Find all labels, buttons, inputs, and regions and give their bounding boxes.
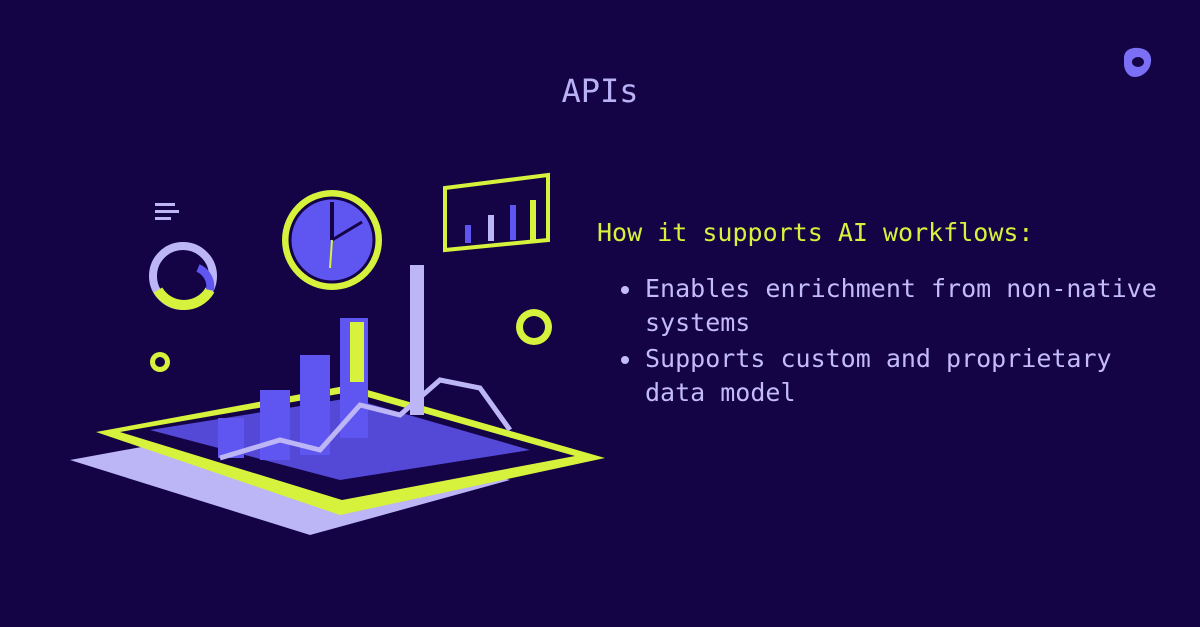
bullet-list: Enables enrichment from non-native syste…: [617, 272, 1177, 412]
list-item: Supports custom and proprietary data mod…: [617, 342, 1177, 410]
tablet-dashboard-illustration: [70, 172, 605, 535]
bullet-text: Supports custom and proprietary data mod…: [645, 344, 1112, 407]
page-title: APIs: [561, 72, 639, 110]
list-item: Enables enrichment from non-native syste…: [617, 272, 1177, 340]
bullet-dot-icon: [621, 356, 629, 364]
outreach-logo-icon: [1124, 47, 1152, 77]
bullet-text: Enables enrichment from non-native syste…: [645, 274, 1157, 337]
section-heading: How it supports AI workflows:: [597, 218, 1034, 247]
bullet-dot-icon: [621, 286, 629, 294]
